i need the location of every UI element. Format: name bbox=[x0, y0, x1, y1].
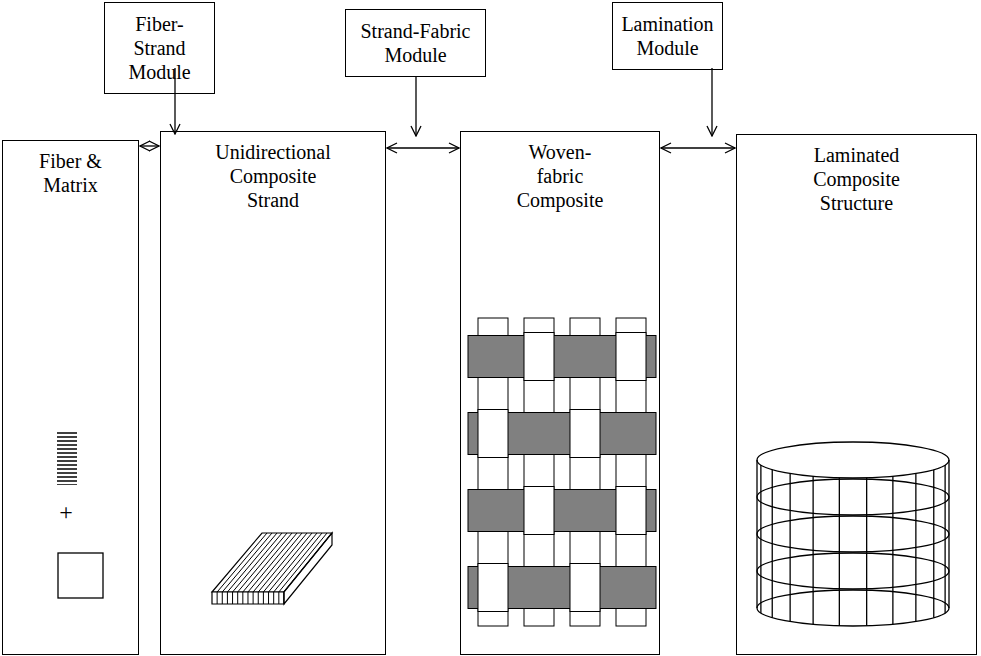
ud-strand-figure bbox=[212, 533, 332, 604]
fiber-bundle bbox=[57, 430, 77, 485]
fiber-end bbox=[217, 592, 218, 604]
fiber-end bbox=[253, 592, 254, 604]
fiber-end bbox=[247, 592, 248, 604]
warp-over bbox=[478, 564, 508, 612]
node-text: Fiber-Strand Module bbox=[111, 12, 208, 84]
fiber-stroke bbox=[248, 533, 297, 592]
stage-panel: Laminated Composite Structure bbox=[736, 134, 977, 655]
matrix-square bbox=[58, 553, 103, 598]
ply-seam bbox=[933, 470, 934, 618]
module-pointer bbox=[415, 76, 416, 136]
fiber-stroke bbox=[279, 533, 327, 592]
fiber-stroke bbox=[284, 533, 332, 592]
fiber-stroke bbox=[233, 533, 282, 592]
node-text: Unidirectional Composite Strand bbox=[206, 140, 341, 212]
ply-seam bbox=[839, 478, 840, 626]
module-box: Fiber-Strand Module bbox=[104, 2, 215, 94]
warp-over bbox=[478, 410, 508, 458]
ply-seam bbox=[812, 476, 813, 624]
warp-over bbox=[524, 487, 554, 535]
laminated-cylinder-figure bbox=[757, 442, 949, 626]
warp-over bbox=[570, 410, 600, 458]
warp-over bbox=[570, 564, 600, 612]
ply-ring bbox=[757, 590, 949, 626]
fiber-end bbox=[263, 592, 264, 604]
warp-over bbox=[616, 487, 646, 535]
figure-symbol: + bbox=[58, 500, 74, 524]
ply-ring bbox=[757, 553, 949, 589]
module-box: Strand-Fabric Module bbox=[345, 9, 486, 77]
ply-ring bbox=[757, 442, 949, 478]
fiber-end bbox=[227, 592, 228, 604]
fiber-stroke bbox=[269, 533, 317, 592]
node-text: Woven-fabric Composite bbox=[510, 140, 610, 212]
ply-seam bbox=[944, 465, 945, 613]
fiber-stroke bbox=[274, 533, 322, 592]
fiber-end bbox=[283, 592, 284, 604]
node-text: Laminated Composite Structure bbox=[804, 143, 909, 215]
fiber-stroke bbox=[227, 533, 277, 592]
fiber-stroke bbox=[217, 533, 267, 592]
stage-link-arrow bbox=[661, 147, 735, 148]
node-text: Strand-Fabric Module bbox=[352, 19, 479, 67]
ply-seam bbox=[948, 460, 949, 608]
ply-seam bbox=[772, 470, 773, 618]
fiber-stroke bbox=[243, 533, 292, 592]
ply-seam bbox=[756, 460, 757, 608]
fiber-end bbox=[232, 592, 233, 604]
ply-seam bbox=[866, 478, 867, 626]
stage-panel: Unidirectional Composite Strand bbox=[160, 131, 386, 655]
ply-seam bbox=[892, 476, 893, 624]
fiber-stroke bbox=[253, 533, 302, 592]
fiber-end bbox=[268, 592, 269, 604]
fiber-end bbox=[242, 592, 243, 604]
node-text: Fiber & Matrix bbox=[26, 149, 116, 197]
woven-fabric-figure bbox=[468, 318, 656, 626]
fiber-stroke bbox=[222, 533, 272, 592]
stage-panel: Fiber & Matrix bbox=[2, 140, 139, 655]
ply-seam bbox=[789, 474, 790, 622]
fiber-end bbox=[258, 592, 259, 604]
fiber-end bbox=[237, 592, 238, 604]
fiber-stroke bbox=[263, 533, 312, 592]
ply-seam bbox=[760, 465, 761, 613]
ply-ring bbox=[757, 516, 949, 552]
node-text: Lamination Module bbox=[619, 12, 716, 60]
warp-over bbox=[616, 333, 646, 381]
fiber-end bbox=[222, 592, 223, 604]
stage-link-arrow bbox=[140, 145, 159, 146]
ply-seam bbox=[915, 474, 916, 622]
strand-front-face bbox=[212, 592, 284, 604]
stage-panel: Woven-fabric Composite bbox=[460, 131, 660, 655]
fiber-stroke bbox=[238, 533, 287, 592]
module-box: Lamination Module bbox=[612, 2, 723, 70]
fiber-end bbox=[278, 592, 279, 604]
fiber-end bbox=[273, 592, 274, 604]
warp-over bbox=[524, 333, 554, 381]
fiber-stroke bbox=[258, 533, 307, 592]
ply-ring bbox=[757, 479, 949, 515]
stage-link-arrow bbox=[387, 147, 459, 148]
module-pointer bbox=[711, 68, 712, 136]
